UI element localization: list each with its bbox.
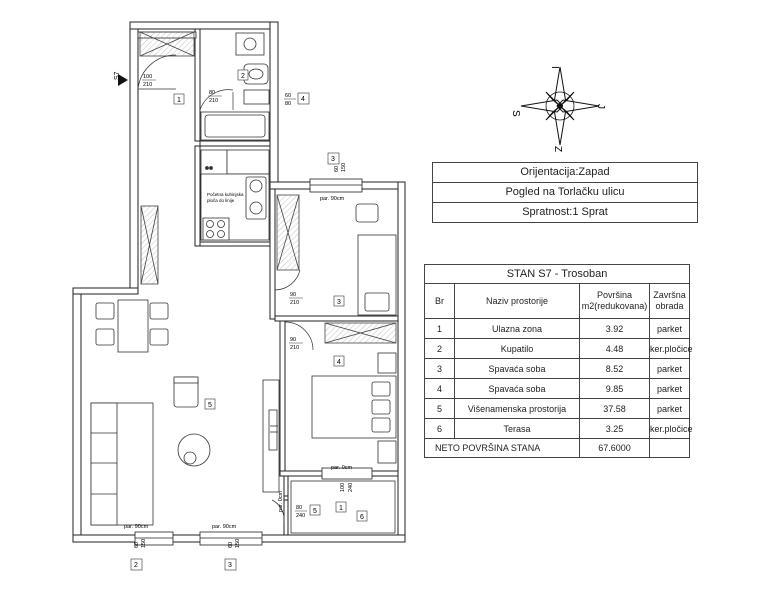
- orientation-text: Orijentacija:Zapad: [433, 163, 697, 183]
- box-marker-2: 2: [134, 562, 138, 569]
- door-7-width: 100: [340, 483, 346, 492]
- box-marker-3-bottom: 3: [228, 562, 232, 569]
- kitchen-note-line-1: Početna kuhinjska: [207, 192, 244, 197]
- row-finish: parket: [648, 318, 691, 339]
- sill-label-living-2: par. 90cm: [212, 524, 237, 530]
- door-1-width: 100: [143, 74, 152, 80]
- room-marker-4: 4: [337, 359, 341, 366]
- row-area: 3.92: [579, 318, 650, 339]
- window-1-width: 60: [334, 166, 340, 172]
- wardrobes: [139, 31, 397, 344]
- row-area: 3.25: [579, 418, 650, 439]
- table-row: 4 Spavaća soba 9.85 parket: [424, 378, 691, 399]
- room-area-table: STAN S7 - Trosoban Br Naziv prostorije P…: [423, 264, 693, 458]
- row-room-name: Spavaća soba: [454, 358, 580, 379]
- door-4-height: 210: [290, 300, 299, 306]
- box-marker-3-top: 3: [331, 156, 335, 163]
- compass-north-label: I: [549, 66, 560, 69]
- box-marker-4: 4: [301, 96, 305, 103]
- row-finish: parket: [648, 378, 691, 399]
- door-5-height: 210: [290, 345, 299, 351]
- entrance-arrow-icon: [118, 74, 128, 86]
- row-number: 4: [424, 378, 455, 399]
- compass-west-label: S: [510, 110, 521, 117]
- living-room-furniture: [90, 299, 280, 526]
- row-finish: ker.pločice: [648, 418, 693, 439]
- unit-marker: S7: [114, 71, 121, 80]
- room-marker-5: 5: [208, 402, 212, 409]
- table-row: 6 Terasa 3.25 ker.pločice: [424, 418, 693, 439]
- sill-label-terrace: par. 0cm: [331, 465, 353, 471]
- window-3-height: 150: [235, 539, 241, 548]
- row-area: 37.58: [579, 398, 650, 419]
- room-marker-1b: 1: [339, 505, 343, 512]
- row-number: 6: [424, 418, 455, 439]
- bedroom-3-furniture: [355, 203, 397, 316]
- row-room-name: Spavaća soba: [454, 378, 580, 399]
- sill-label-living-1: par. 90cm: [124, 524, 149, 530]
- window-3-width: 60: [228, 542, 234, 548]
- door-2-width: 80: [209, 90, 215, 96]
- table-title: STAN S7 - Trosoban: [423, 264, 691, 284]
- total-value: 67.6000: [579, 438, 650, 458]
- room-marker-1: 1: [177, 97, 181, 104]
- door-6-height: 240: [296, 513, 305, 519]
- row-room-name: Višenamenska prostorija: [454, 398, 580, 419]
- kitchen-note-line-2: ploča do linije: [207, 198, 235, 203]
- row-room-name: Kupatilo: [454, 338, 580, 359]
- door-2-height: 210: [209, 98, 218, 104]
- room-marker-3: 3: [337, 299, 341, 306]
- door-3-width: 60: [285, 93, 291, 99]
- compass-south-label: Z: [552, 146, 563, 152]
- row-area: 8.52: [579, 358, 650, 379]
- row-room-name: Terasa: [454, 418, 580, 439]
- header-finish: Završna obrada: [648, 283, 691, 319]
- window-2-height: 150: [141, 539, 147, 548]
- total-label: NETO POVRŠINA STANA: [424, 438, 580, 458]
- compass-east-label: J: [595, 104, 606, 109]
- header-room-name: Naziv prostorije: [454, 283, 580, 319]
- door-1-height: 210: [143, 82, 152, 88]
- row-number: 2: [424, 338, 455, 359]
- row-area: 9.85: [579, 378, 650, 399]
- total-empty: [648, 438, 691, 458]
- bedroom-4-furniture: [311, 352, 397, 464]
- sill-label-bedroom-3: par. 90cm: [320, 196, 345, 202]
- table-row: 1 Ulazna zona 3.92 parket: [424, 318, 691, 339]
- row-room-name: Ulazna zona: [454, 318, 580, 339]
- room-marker-2: 2: [241, 73, 245, 80]
- room-marker-6: 6: [360, 514, 364, 521]
- row-finish: ker.pločice: [648, 338, 693, 359]
- total-row: NETO POVRŠINA STANA 67.6000: [424, 438, 691, 458]
- row-number: 1: [424, 318, 455, 339]
- row-number: 5: [424, 398, 455, 419]
- room-marker-5b: 5: [313, 508, 317, 515]
- table-row: 5 Višenamenska prostorija 37.58 parket: [424, 398, 691, 419]
- table-row: 3 Spavaća soba 8.52 parket: [424, 358, 691, 379]
- row-finish: parket: [648, 358, 691, 379]
- window-1-height: 150: [341, 163, 347, 172]
- row-area: 4.48: [579, 338, 650, 359]
- orientation-info-box: Orijentacija:Zapad Pogled na Torlačku ul…: [432, 162, 698, 223]
- floor-text: Spratnost:1 Sprat: [522, 206, 608, 218]
- door-7-height: 240: [348, 483, 354, 492]
- compass-icon: [520, 66, 600, 146]
- table-row: 2 Kupatilo 4.48 ker.pločice: [424, 338, 693, 359]
- bathroom-fixtures: [200, 32, 270, 141]
- door-3-height: 80: [285, 101, 291, 107]
- door-swings: [137, 54, 314, 523]
- window-2-width: 60: [134, 542, 140, 548]
- header-number: Br: [424, 283, 455, 319]
- view-text: Pogled na Torlačku ulicu: [433, 183, 697, 203]
- door-6-width: 80: [296, 505, 302, 511]
- door-4-width: 90: [290, 292, 296, 298]
- sill-label-living-door: par. 0cm: [278, 490, 284, 512]
- header-area: Površina m2(redukovana): [579, 283, 650, 319]
- kitchen: [200, 149, 270, 241]
- row-finish: parket: [648, 398, 691, 419]
- door-5-width: 90: [290, 337, 296, 343]
- row-number: 3: [424, 358, 455, 379]
